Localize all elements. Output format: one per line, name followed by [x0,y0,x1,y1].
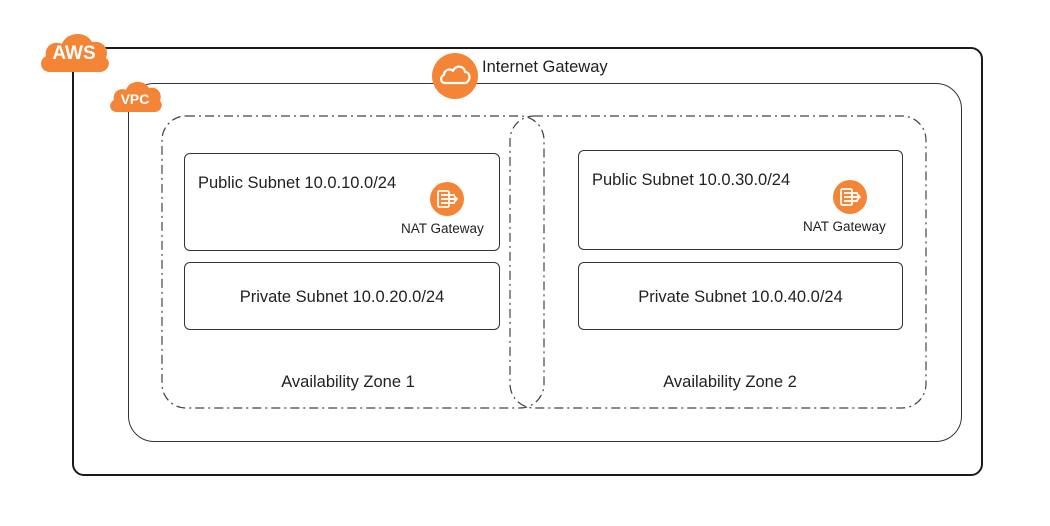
private-subnet-az2-label: Private Subnet 10.0.40.0/24 [638,288,843,306]
public-subnet-az1: Public Subnet 10.0.10.0/24 NAT Gateway [184,153,500,251]
public-subnet-az2: Public Subnet 10.0.30.0/24 NAT Gateway [578,150,903,250]
aws-badge-label: AWS [52,43,96,64]
nat-gateway-icon [832,179,868,215]
public-subnet-az2-label: Public Subnet 10.0.30.0/24 [592,171,791,189]
private-subnet-az1-label: Private Subnet 10.0.20.0/24 [239,288,445,306]
vpc-cloud-icon: VPC [106,75,164,115]
nat-gateway-az1-label: NAT Gateway [401,221,484,236]
internet-gateway-cloud-icon [431,52,479,100]
vpc-badge-label: VPC [120,91,150,107]
availability-zone-1: Availability Zone 1 [162,373,534,392]
aws-cloud-icon: AWS [36,26,112,76]
nat-gateway-icon [429,181,465,217]
vpc-boundary [128,83,962,442]
private-subnet-az2: Private Subnet 10.0.40.0/24 [578,262,903,330]
availability-zone-1-label: Availability Zone 1 [281,373,415,391]
nat-gateway-az2-label: NAT Gateway [803,219,886,234]
availability-zone-2: Availability Zone 2 [544,373,916,392]
aws-cloud-boundary [72,47,983,476]
availability-zone-2-label: Availability Zone 2 [663,373,797,391]
public-subnet-az1-label: Public Subnet 10.0.10.0/24 [198,174,397,192]
internet-gateway-label: Internet Gateway [482,58,608,76]
private-subnet-az1: Private Subnet 10.0.20.0/24 [184,262,500,330]
